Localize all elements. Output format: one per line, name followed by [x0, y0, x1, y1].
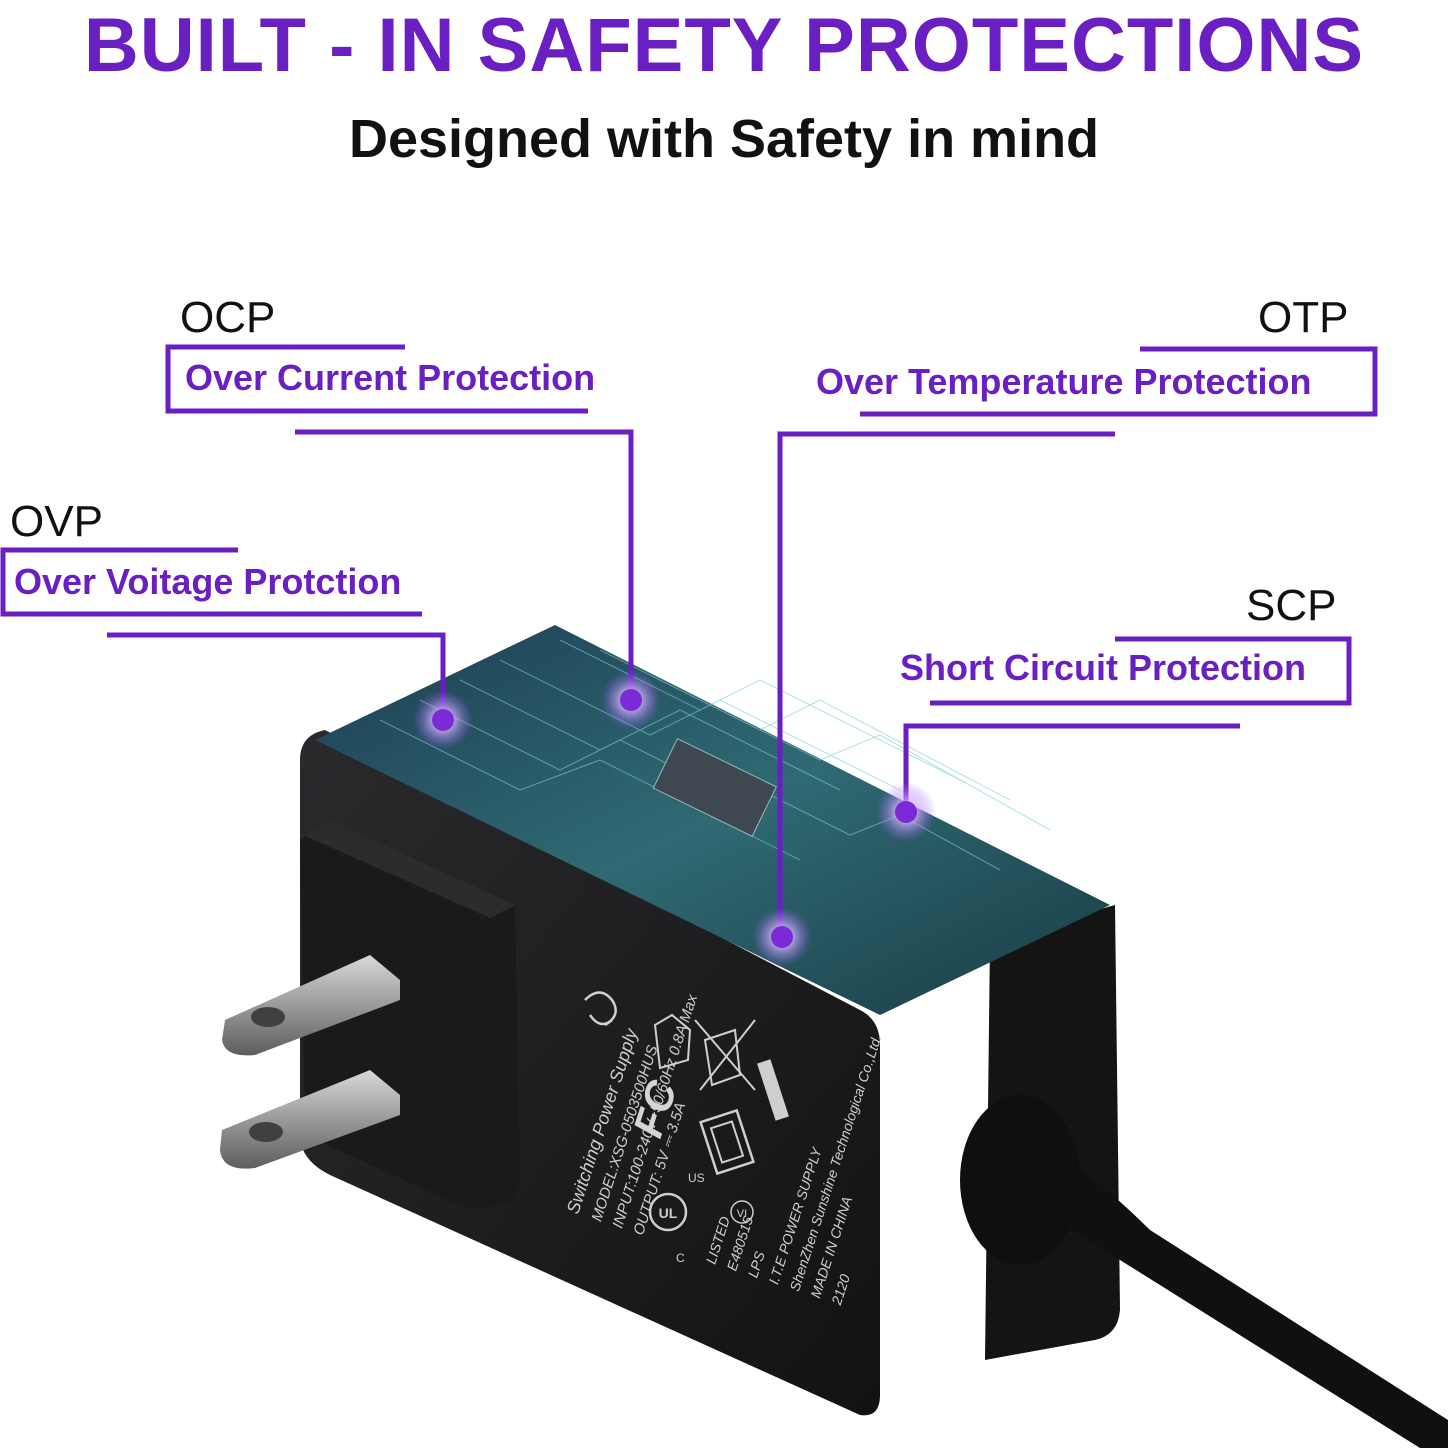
- otp-frame: [860, 346, 1378, 417]
- cert-line-3: LPS: [744, 1249, 768, 1280]
- scp-frame: [930, 636, 1352, 706]
- svg-text:UL: UL: [659, 1205, 678, 1221]
- otp-leader: [777, 431, 1115, 935]
- sunshine-logo-icon: [584, 991, 617, 1027]
- circuit-board-top: [315, 625, 1110, 1015]
- svg-text:VI: VI: [737, 1208, 747, 1220]
- indoor-use-icon: [653, 1013, 692, 1070]
- ocp-leader: [295, 429, 634, 700]
- weee-bin-icon: [694, 1019, 756, 1091]
- otp-dot-icon: [771, 926, 793, 948]
- ovp-dot-icon: [432, 709, 454, 731]
- callout-leaders: [0, 344, 1378, 935]
- otp-label: Over Temperature Protection: [816, 361, 1312, 402]
- power-cable: [1010, 1140, 1448, 1448]
- chip-icon: [652, 737, 777, 837]
- scp-leader: [903, 723, 1240, 810]
- svg-text:C: C: [676, 1251, 685, 1265]
- svg-text:US: US: [688, 1171, 705, 1185]
- plug-prongs: [220, 955, 400, 1169]
- ocp-label: Over Current Protection: [185, 357, 596, 398]
- ul-mark-icon: UL C US: [648, 1171, 705, 1265]
- scp-abbr: SCP: [1246, 581, 1337, 630]
- ocp-abbr: OCP: [180, 293, 276, 342]
- page-subtitle: Designed with Safety in mind: [348, 109, 1100, 169]
- protection-points: [413, 670, 936, 967]
- ocp-dot-icon: [620, 689, 642, 711]
- ovp-abbr: OVP: [10, 497, 103, 546]
- ovp-label: Over Voitage Protction: [14, 561, 402, 602]
- scp-dot-icon: [895, 801, 917, 823]
- page-title: BUILT - IN SAFETY PROTECTIONS: [83, 3, 1365, 88]
- ocp-frame: [165, 344, 588, 414]
- double-insulation-icon: [699, 1108, 755, 1176]
- ovp-frame: [0, 547, 422, 617]
- scp-label: Short Circuit Protection: [900, 647, 1307, 688]
- level-vi-icon: VI: [730, 1200, 754, 1224]
- energy-bar-icon: [757, 1059, 789, 1121]
- otp-abbr: OTP: [1258, 293, 1349, 342]
